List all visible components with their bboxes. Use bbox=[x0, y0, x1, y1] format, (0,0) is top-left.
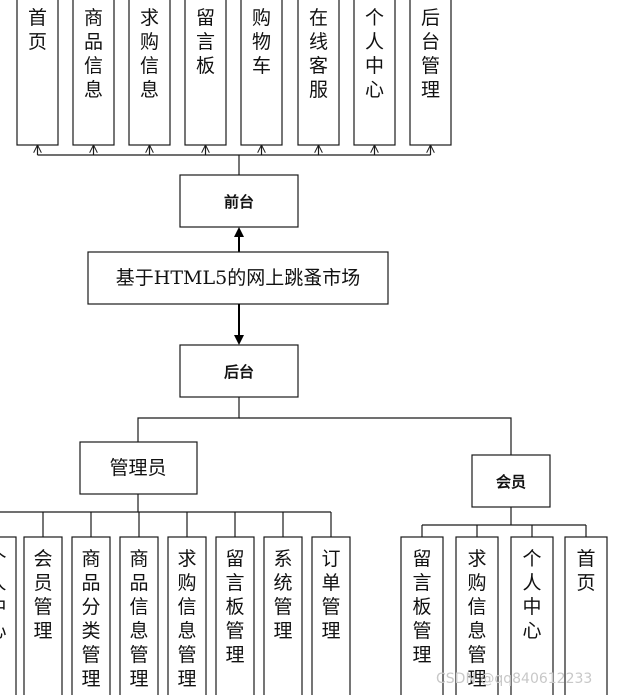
admin-module-label: 个人中心 bbox=[0, 548, 7, 642]
admin-module-box bbox=[119, 536, 159, 695]
root-title: 基于HTML5的网上跳蚤市场 bbox=[116, 267, 360, 289]
admin-module-box bbox=[167, 536, 207, 695]
frontend-module-box bbox=[353, 0, 396, 146]
admin-module-box bbox=[215, 536, 255, 695]
frontend-module-box bbox=[409, 0, 452, 146]
root-box bbox=[87, 251, 389, 305]
frontend-module-label: 商品信息 bbox=[84, 7, 103, 101]
admin-module-label: 订单管理 bbox=[321, 548, 340, 642]
member-module-box bbox=[564, 536, 608, 695]
frontend-module-label: 在线客服 bbox=[309, 7, 328, 101]
admin-label: 管理员 bbox=[109, 457, 166, 479]
member-module-list: 留言板管理 求购信息管理 个人中心 首页 bbox=[400, 536, 608, 695]
frontend-module-label: 首页 bbox=[28, 7, 47, 53]
admin-module-label: 商品分类管理 bbox=[81, 548, 100, 690]
admin-module-box bbox=[0, 536, 17, 695]
frontend-module-label: 求购信息 bbox=[140, 7, 159, 101]
member-module-box bbox=[400, 536, 444, 695]
watermark: CSDN @qq840612233 bbox=[436, 671, 592, 687]
frontend-module-box bbox=[184, 0, 227, 146]
frontend-box bbox=[179, 174, 299, 228]
admin-module-box bbox=[311, 536, 351, 695]
backend-label: 后台 bbox=[224, 363, 254, 381]
backend-box bbox=[179, 344, 299, 398]
admin-module-list: 个人中心 会员管理 商品分类管理 商品信息管理 求购信息管理 留言板管理 系统管理 订单管理 bbox=[0, 536, 351, 695]
admin-module-label: 求购信息管理 bbox=[177, 548, 196, 690]
frontend-module-list: 首页 商品信息 求购信息 留言板 购物车 在线客服 个人中心 后台管理 bbox=[16, 0, 452, 146]
frontend-module-box bbox=[16, 0, 59, 146]
admin-module-label: 留言板管理 bbox=[225, 548, 244, 666]
member-module-label: 求购信息管理 bbox=[467, 548, 486, 690]
connector-member bbox=[239, 417, 512, 455]
frontend-module-label: 留言板 bbox=[196, 7, 215, 77]
member-module-box bbox=[455, 536, 499, 695]
member-label: 会员 bbox=[496, 473, 526, 491]
admin-module-label: 商品信息管理 bbox=[129, 548, 148, 690]
admin-box bbox=[79, 441, 198, 495]
member-module-label: 留言板管理 bbox=[412, 548, 431, 666]
admin-module-label: 系统管理 bbox=[273, 548, 292, 642]
member-bus bbox=[421, 507, 587, 537]
frontend-module-label: 后台管理 bbox=[421, 7, 440, 101]
frontend-module-box bbox=[297, 0, 340, 146]
member-module-box bbox=[510, 536, 554, 695]
frontend-module-label: 个人中心 bbox=[365, 7, 384, 101]
connector-admin bbox=[137, 397, 240, 442]
frontend-label: 前台 bbox=[224, 193, 254, 211]
member-module-label: 首页 bbox=[576, 548, 595, 594]
frontend-module-label: 购物车 bbox=[252, 7, 271, 77]
admin-module-box bbox=[263, 536, 303, 695]
frontend-bus bbox=[38, 146, 431, 175]
admin-module-box bbox=[23, 536, 63, 695]
admin-module-label: 会员管理 bbox=[33, 548, 52, 642]
member-module-label: 个人中心 bbox=[522, 548, 541, 642]
admin-bus bbox=[0, 494, 332, 537]
admin-module-box bbox=[71, 536, 111, 695]
